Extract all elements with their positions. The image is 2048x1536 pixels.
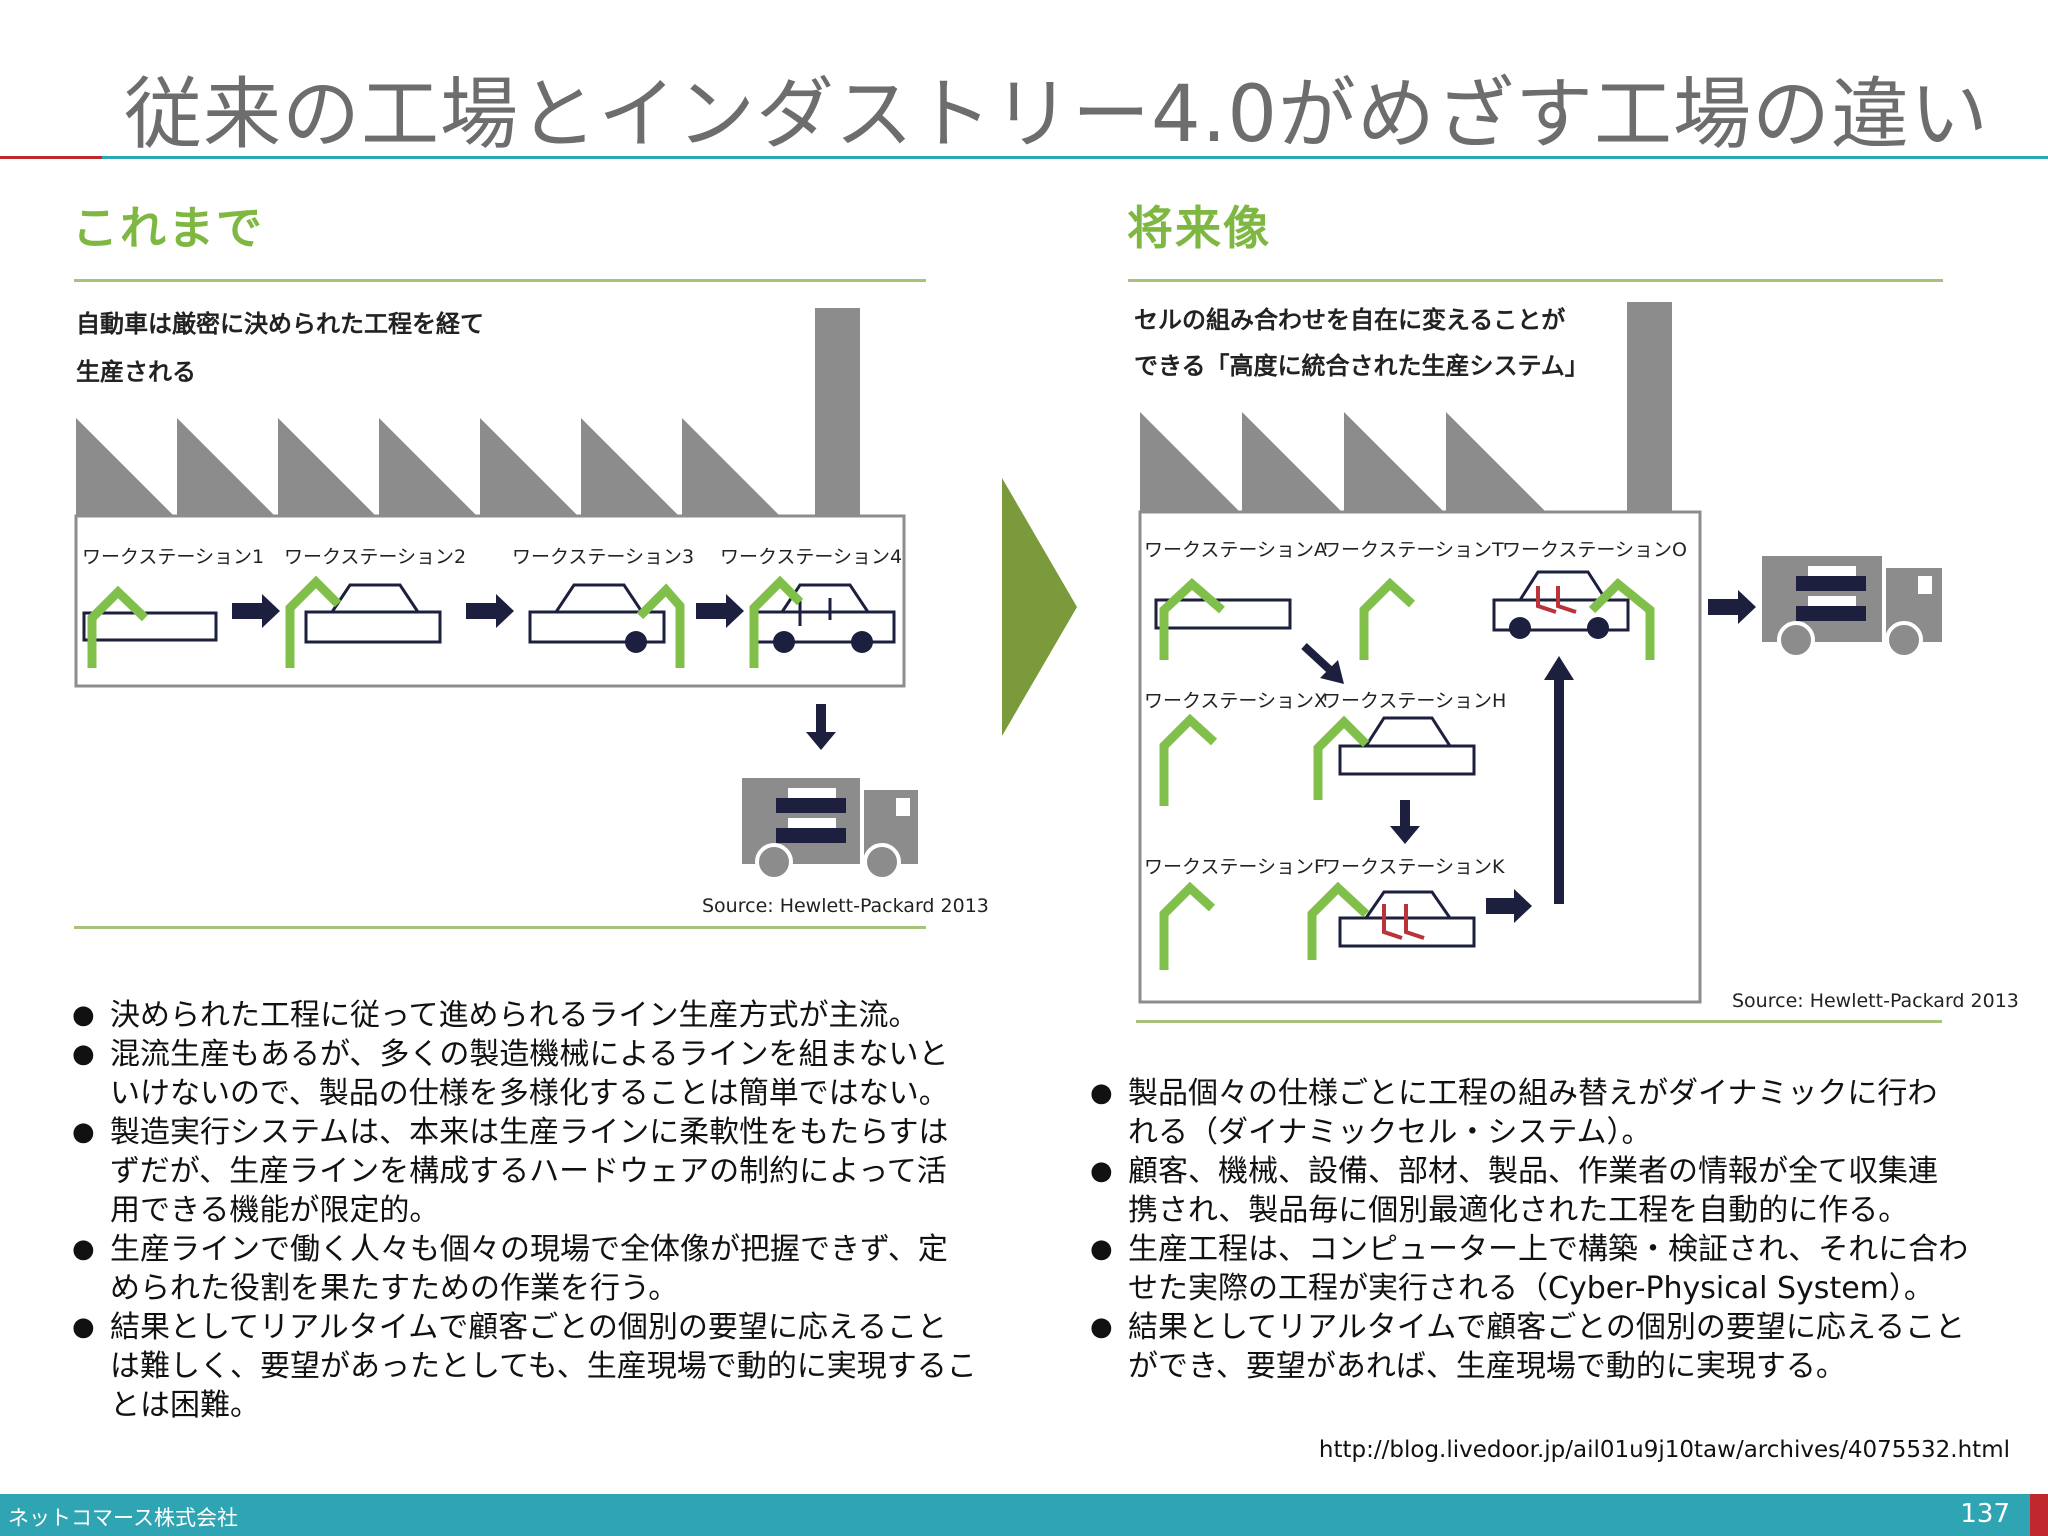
left-ws-label-2: ワークステーション2: [284, 546, 467, 568]
left-bullet-1: 決められた工程に従って進められるライン生産方式が主流。: [72, 996, 1012, 1035]
right-ws-label-a: ワークステーションA: [1144, 539, 1328, 561]
right-heading: 将来像: [1127, 201, 1271, 255]
footer-red-accent: [2030, 1494, 2048, 1536]
right-arrow-k-out: [1486, 889, 1532, 923]
right-ws-label-o: ワークステーションO: [1502, 539, 1688, 561]
right-bullet-3: 生産工程は、コンピューター上で構築・検証され、それに合わせた実際の工程が実行され…: [1090, 1230, 2030, 1308]
company-name: ネットコマース株式会社: [8, 1506, 238, 1530]
title-rule-red: [0, 156, 102, 159]
right-top-rule: [1128, 279, 1943, 282]
left-flow-arrow-2: [466, 594, 514, 628]
left-factory-roof: [76, 308, 860, 516]
left-down-arrow: [806, 704, 836, 750]
left-source: Source: Hewlett-Packard 2013: [702, 895, 989, 917]
right-ws-label-x: ワークステーションX: [1144, 690, 1328, 712]
title-rule-teal: [102, 156, 2048, 159]
right-factory-body: [1138, 510, 1702, 1004]
left-top-rule: [74, 279, 926, 282]
right-ws-label-k: ワークステーションK: [1322, 856, 1505, 878]
right-bullet-4: 結果としてリアルタイムで顧客ごとの個別の要望に応えることができ、要望があれば、生…: [1090, 1308, 2030, 1386]
left-bottom-rule: [74, 926, 926, 929]
left-heading: これまで: [72, 201, 264, 255]
right-wsH-graphic: [1313, 715, 1476, 800]
right-caption-line-1: セルの組み合わせを自在に変えることが: [1134, 306, 1566, 334]
right-arrow-to-truck: [1708, 590, 1756, 624]
right-bullet-2: 顧客、機械、設備、部材、製品、作業者の情報が全て収集連携され、製品毎に個別最適化…: [1090, 1152, 2030, 1230]
right-wsK-graphic: [1307, 881, 1476, 960]
left-bullet-4: 生産ラインで働く人々も個々の現場で全体像が把握できず、定められた役割を果たすため…: [72, 1230, 1012, 1308]
left-bullet-5: 結果としてリアルタイムで顧客ごとの個別の要望に応えることは難しく、要望があったと…: [72, 1308, 1012, 1425]
left-truck-graphic: [742, 778, 918, 881]
right-bullet-1: 製品個々の仕様ごとに工程の組み替えがダイナミックに行われる（ダイナミックセル・シ…: [1090, 1074, 2030, 1152]
right-arrow-h-to-k: [1390, 800, 1420, 844]
left-bullet-2: 混流生産もあるが、多くの製造機械によるラインを組まないといけないので、製品の仕様…: [72, 1035, 1012, 1113]
footer-bar: [0, 1494, 2030, 1536]
left-caption-line-1: 自動車は厳密に決められた工程を経て: [76, 310, 484, 338]
right-arrow-a-to-h: [1301, 643, 1344, 684]
right-truck-graphic: [1762, 556, 1942, 659]
right-factory-roof: [1140, 302, 1672, 512]
right-arrow-up-to-o: [1544, 656, 1574, 904]
left-ws3-graphic: [528, 583, 685, 668]
right-wsX-graphic: [1159, 713, 1218, 806]
page-number: 137: [1960, 1499, 2010, 1529]
left-caption-line-2: 生産される: [76, 358, 196, 386]
right-ws-label-h: ワークステーションH: [1322, 690, 1507, 712]
left-ws-label-4: ワークステーション4: [720, 546, 903, 568]
left-factory-body: [74, 514, 906, 688]
right-wsF-graphic: [1159, 881, 1216, 970]
right-bottom-rule: [1136, 1020, 1942, 1023]
transition-arrow: [1002, 478, 1077, 736]
left-flow-arrow-1: [232, 594, 280, 628]
right-bullet-list: 製品個々の仕様ごとに工程の組み替えがダイナミックに行われる（ダイナミックセル・シ…: [1090, 1074, 2030, 1386]
left-ws-label-3: ワークステーション3: [512, 546, 695, 568]
right-ws-label-t: ワークステーションT: [1322, 539, 1504, 561]
right-wsT-graphic: [1359, 577, 1416, 660]
right-wsO-graphic: [1492, 570, 1655, 660]
right-ws-label-f: ワークステーションF: [1144, 856, 1325, 878]
right-wsA-graphic: [1154, 577, 1292, 660]
left-ws1-graphic: [82, 585, 218, 668]
right-source: Source: Hewlett-Packard 2013: [1732, 990, 2019, 1012]
left-ws2-graphic: [285, 575, 442, 668]
left-ws-label-1: ワークステーション1: [82, 546, 265, 568]
left-bullet-list: 決められた工程に従って進められるライン生産方式が主流。 混流生産もあるが、多くの…: [72, 996, 1012, 1425]
source-url[interactable]: http://blog.livedoor.jp/ail01u9j10taw/ar…: [1318, 1437, 2010, 1463]
left-ws4-graphic: [749, 575, 896, 668]
right-caption-line-2: できる「高度に統合された生産システム」: [1134, 352, 1589, 380]
slide-title: 従来の工場とインダストリー4.0がめざす工場の違い: [124, 70, 1990, 160]
left-bullet-3: 製造実行システムは、本来は生産ラインに柔軟性をもたらすはずだが、生産ラインを構成…: [72, 1113, 1012, 1230]
left-flow-arrow-3: [696, 594, 744, 628]
